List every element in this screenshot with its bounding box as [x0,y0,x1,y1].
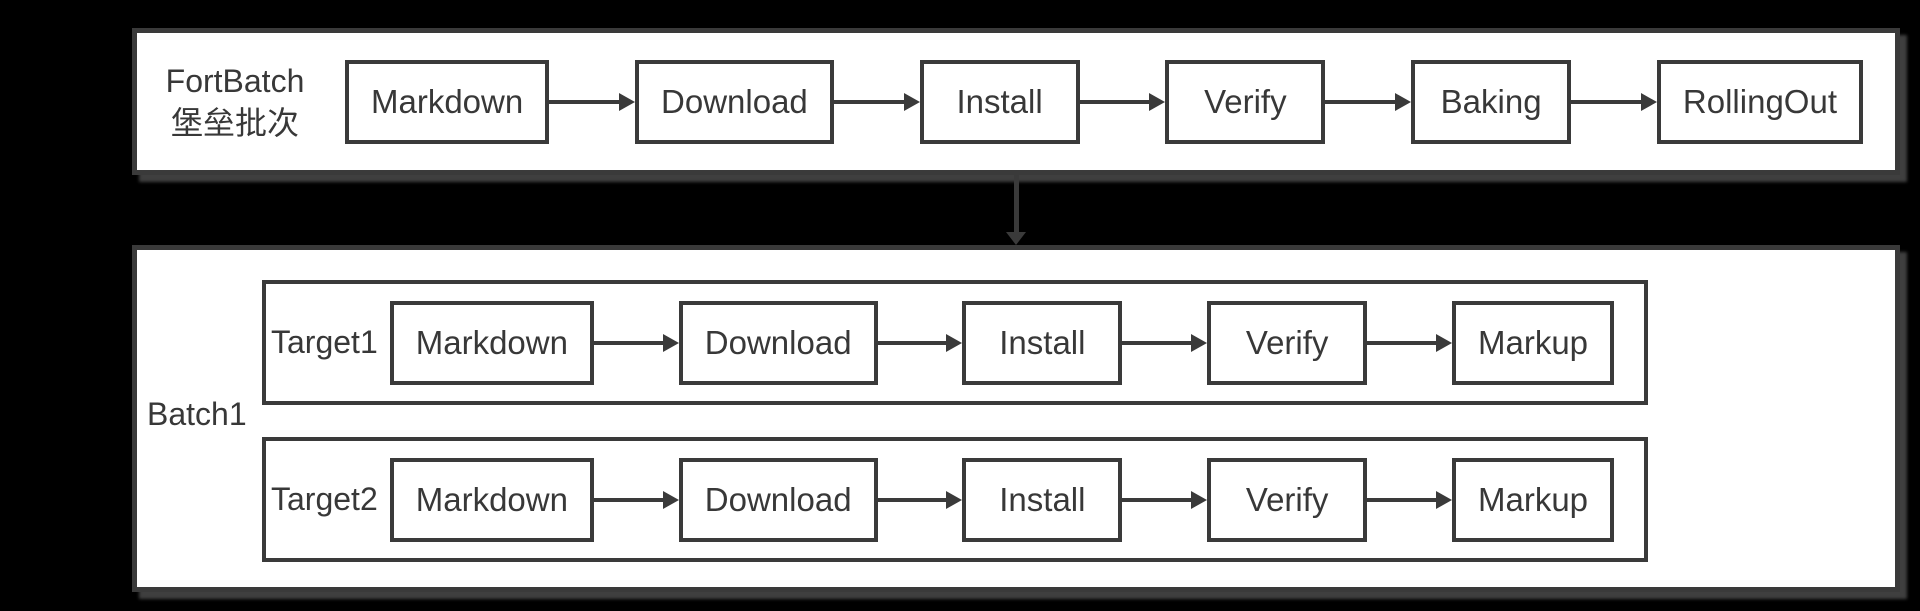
stage-node-rollingout: RollingOut [1656,59,1863,144]
flow-arrow-right-icon [877,333,963,352]
stage-node-markup: Markup [1451,300,1615,385]
fortbatch-label-zh: 堡垒批次 [170,104,299,141]
flow-arrow-right-icon [1122,490,1207,509]
flow-arrow-right-icon [1367,490,1452,509]
stage-node-markup: Markup [1451,457,1615,542]
fortbatch-panel: FortBatch 堡垒批次 Markdown Download Install Ve… [132,28,1900,175]
flow-arrow-right-icon [593,490,679,509]
stage-node-baking: Baking [1411,59,1572,144]
flow-arrow-right-icon [833,92,920,111]
stage-node-verify: Verify [1207,457,1368,542]
stage-node-markdown: Markdown [345,59,550,144]
target2-pipeline: Markdown Download Install Verify Markup [389,457,1615,542]
down-arrow-head-icon [1006,232,1026,245]
target1-pipeline: Markdown Download Install Verify Markup [389,300,1615,385]
stage-node-markdown: Markdown [389,300,594,385]
stage-node-download: Download [678,300,878,385]
flow-arrow-right-icon [877,490,963,509]
flow-arrow-right-icon [1571,92,1657,111]
stage-node-download: Download [678,457,878,542]
down-arrow-stem [1013,175,1019,232]
stage-node-verify: Verify [1207,300,1368,385]
flow-arrow-right-icon [1079,92,1166,111]
batch-label: Batch1 [147,396,247,432]
flow-arrow-right-icon [549,92,635,111]
fortbatch-pipeline: Markdown Download Install Verify Baking Rolli… [345,59,1863,144]
fortbatch-label-en: FortBatch [165,62,305,99]
target1-label: Target1 [271,324,378,360]
stage-node-verify: Verify [1165,59,1326,144]
fortbatch-panel-label: FortBatch 堡垒批次 [149,60,321,144]
flow-arrow-right-icon [593,333,679,352]
stage-node-install: Install [962,457,1123,542]
stage-node-install: Install [962,300,1123,385]
stage-node-download: Download [635,59,834,144]
down-arrow [1006,175,1026,245]
flow-arrow-right-icon [1122,333,1207,352]
flow-arrow-right-icon [1367,333,1452,352]
target2-label: Target2 [271,481,378,517]
flow-arrow-right-icon [1325,92,1411,111]
stage-node-install: Install [919,59,1080,144]
stage-node-markdown: Markdown [389,457,594,542]
